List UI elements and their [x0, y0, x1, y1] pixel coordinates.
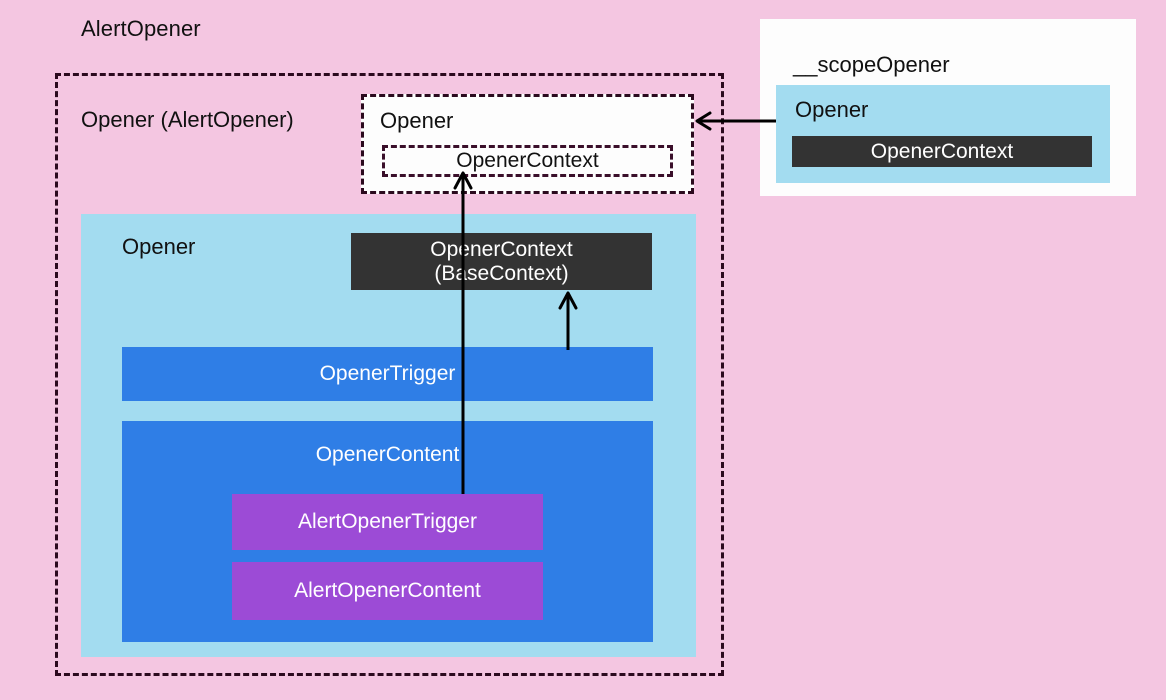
scope-opener-panel: __scopeOpener Opener OpenerContext	[760, 19, 1136, 196]
opener-card: Opener OpenerContext	[361, 94, 694, 194]
opener-context-base-line2: (BaseContext)	[434, 261, 569, 285]
opener-card-context-label: OpenerContext	[456, 149, 599, 172]
outer-scope-label: Opener (AlertOpener)	[81, 107, 294, 132]
opener-card-title: Opener	[380, 108, 454, 133]
alert-opener-content-box: AlertOpenerContent	[232, 562, 543, 620]
opener-panel-title: Opener	[122, 234, 196, 259]
opener-content-label: OpenerContent	[315, 443, 460, 466]
scope-opener-group: Opener OpenerContext	[776, 85, 1110, 183]
scope-opener-group-title: Opener	[795, 97, 869, 122]
opener-trigger-box: OpenerTrigger	[122, 347, 653, 401]
diagram-title: AlertOpener	[81, 16, 201, 41]
outer-scope-container	[55, 73, 724, 676]
opener-card-context-box: OpenerContext	[382, 145, 673, 177]
opener-content-box: OpenerContent AlertOpenerTrigger AlertOp…	[122, 421, 653, 642]
opener-context-base-line1: OpenerContext	[430, 237, 573, 261]
scope-opener-context-chip: OpenerContext	[792, 136, 1092, 167]
alert-opener-trigger-box: AlertOpenerTrigger	[232, 494, 543, 550]
scope-opener-title: __scopeOpener	[793, 52, 950, 77]
opener-context-base-chip: OpenerContext (BaseContext)	[351, 233, 652, 290]
